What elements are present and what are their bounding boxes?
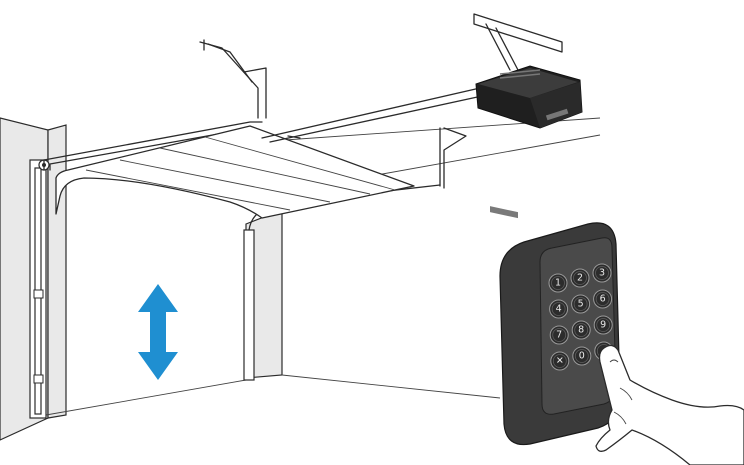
keypad-key-0[interactable]: 0: [572, 346, 592, 366]
keypad-key-label: 6: [600, 294, 606, 305]
keypad-key-cancel[interactable]: ✕: [550, 351, 570, 371]
keypad-key-label: 7: [556, 330, 562, 341]
keypad-key-label: 3: [599, 268, 605, 279]
ceiling-hangers: [199, 39, 467, 189]
keypad-key-label: ✕: [556, 356, 564, 367]
keypad-key-label: 4: [556, 304, 562, 315]
keypad-key-label: 8: [578, 325, 584, 336]
up-down-arrow-icon: [138, 284, 178, 380]
left-door-track: [29, 159, 50, 419]
keypad-key-label: 1: [555, 278, 561, 289]
opener-ceiling-bracket: [473, 13, 563, 71]
keypad-key-6[interactable]: 6: [593, 289, 613, 309]
keypad-key-label: 5: [578, 299, 584, 310]
keypad-key-5[interactable]: 5: [571, 294, 591, 314]
keypad-key-9[interactable]: 9: [593, 315, 613, 335]
opener-rail: [261, 87, 483, 143]
garage-door-panel: [55, 125, 415, 219]
keypad-key-label: 9: [600, 320, 606, 331]
keypad-key-3[interactable]: 3: [592, 263, 612, 283]
keypad-key-4[interactable]: 4: [549, 299, 569, 319]
keypad-key-label: 2: [577, 273, 583, 284]
keypad-key-label: 0: [579, 351, 585, 362]
back-wall: [45, 209, 501, 416]
keypad-key-8[interactable]: 8: [571, 320, 591, 340]
keypad-key-1[interactable]: 1: [548, 273, 568, 293]
keypad-key-2[interactable]: 2: [570, 268, 590, 288]
hand-pressing-keypad: [595, 344, 744, 465]
keypad-key-7[interactable]: 7: [549, 325, 569, 345]
opener-motor-unit: [475, 65, 583, 219]
